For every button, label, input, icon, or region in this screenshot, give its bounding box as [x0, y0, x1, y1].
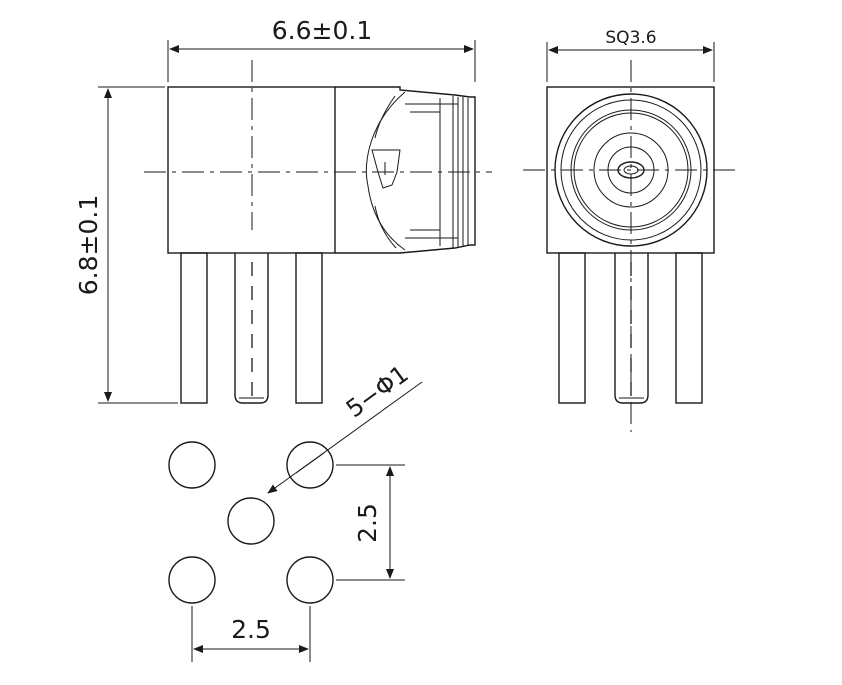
- square-dimension-label: SQ3.6: [605, 28, 656, 48]
- side-body: [167, 86, 336, 254]
- side-pin-left: [180, 252, 208, 404]
- vertical-pitch-label: 2.5: [353, 503, 382, 543]
- side-pin-right: [295, 252, 323, 404]
- side-view: 6.6±0.1 6.8±0.1: [74, 16, 492, 404]
- front-pin-right: [675, 252, 703, 404]
- front-pin-left: [558, 252, 586, 404]
- front-pin-center: [614, 253, 649, 404]
- horizontal-pitch-label: 2.5: [231, 615, 271, 644]
- front-view: SQ3.6: [523, 28, 738, 432]
- footprint-hole: [227, 497, 275, 545]
- footprint-hole: [286, 441, 334, 489]
- side-pin-center: [234, 253, 269, 404]
- footprint-hole: [168, 441, 216, 489]
- footprint-hole: [168, 556, 216, 604]
- height-dimension-label: 6.8±0.1: [74, 195, 103, 295]
- side-plug-outline: [335, 86, 476, 254]
- pcb-footprint: 5−Φ1 2.5 2.5: [168, 360, 423, 662]
- footprint-hole: [286, 556, 334, 604]
- width-dimension-label: 6.6±0.1: [272, 16, 372, 45]
